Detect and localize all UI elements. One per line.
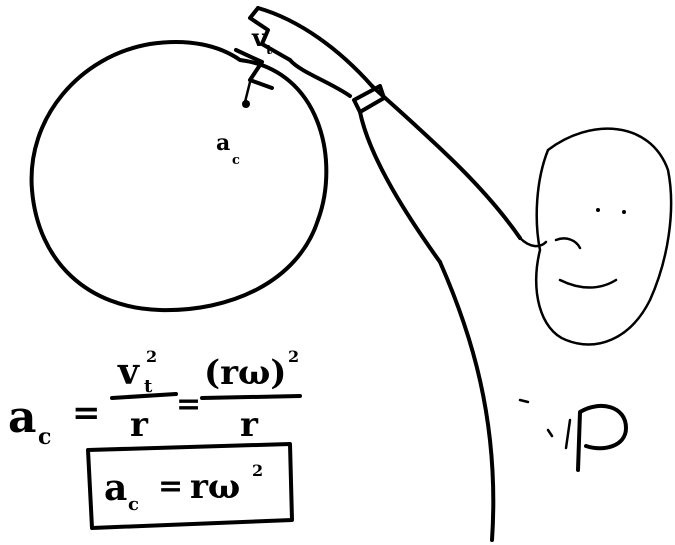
accel-subscript: c [232, 153, 240, 168]
person-silhouette [248, 6, 673, 542]
boxed-rhs-sup: 2 [252, 461, 263, 480]
frac1-bar [110, 392, 178, 400]
equation-line-1: a c = v t 2 r = (rω) 2 r [8, 347, 302, 450]
frac1-numerator-sub: t [144, 376, 153, 397]
eq1-lhs: a [8, 392, 37, 443]
shirt-logo [564, 403, 628, 472]
frac1-numerator-sup: 2 [146, 347, 157, 366]
velocity-subscript: t [266, 43, 272, 58]
eq1-equals-2: = [176, 387, 201, 422]
frac2-numerator-sup: 2 [288, 347, 299, 366]
accel-label: a [216, 130, 230, 156]
boxed-equals: = [158, 469, 183, 504]
frac2-bar [200, 394, 302, 400]
frac1-numerator: v [117, 351, 140, 393]
boxed-lhs-sub: c [128, 494, 139, 515]
frac2-numerator: (rω) [204, 353, 286, 393]
frac1-denominator: r [130, 405, 149, 445]
boxed-rhs: rω [190, 467, 240, 507]
eq1-equals-1: = [72, 393, 101, 433]
accel-label-group: a c [216, 130, 240, 168]
result-box [86, 442, 294, 530]
frac2-denominator: r [240, 405, 259, 445]
circle-drawing [29, 40, 329, 313]
boxed-lhs: a [104, 467, 127, 509]
eq1-lhs-sub: c [38, 424, 51, 450]
boxed-result: a c = rω 2 [86, 442, 294, 530]
